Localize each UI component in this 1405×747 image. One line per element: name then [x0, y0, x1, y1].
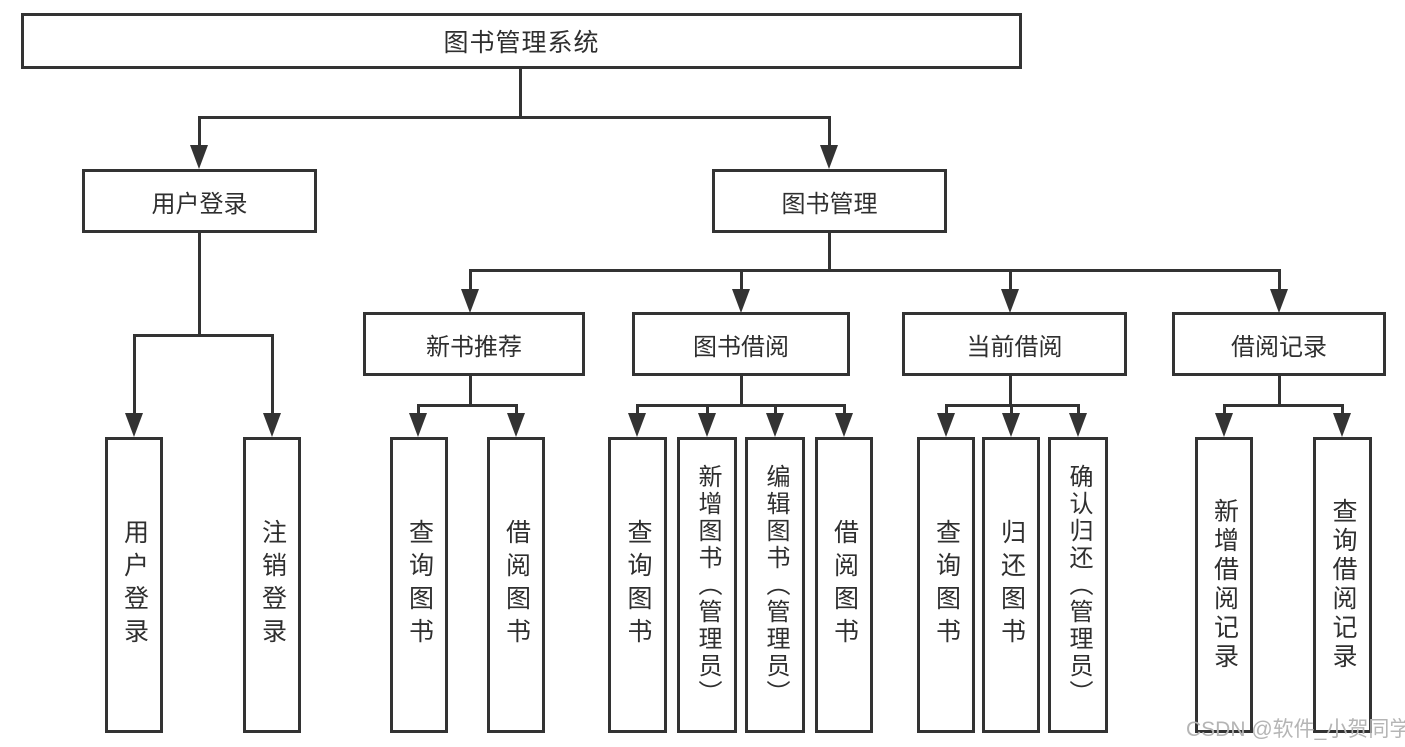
- node-current-borrow: 当前借阅: [902, 312, 1127, 376]
- connector-stub: [774, 404, 777, 420]
- connector-stub: [828, 233, 831, 272]
- node-book-management: 图书管理: [712, 169, 947, 233]
- arrow-down-icon: [190, 145, 208, 169]
- connector-hbar: [636, 404, 846, 407]
- connector-stub: [843, 404, 846, 420]
- node-label: 图书借阅: [693, 333, 789, 361]
- node-user-login: 用户登录: [82, 169, 317, 233]
- connector-stub: [417, 404, 420, 420]
- arrow-down-icon: [1002, 413, 1020, 437]
- node-edit-book-admin: 编辑图书（管理员）: [745, 437, 805, 733]
- connector-stub: [1278, 269, 1281, 297]
- connector-hbar: [417, 404, 518, 407]
- connector-stub: [469, 269, 472, 297]
- node-add-book-admin: 新增图书（管理员）: [677, 437, 737, 733]
- node-query-book-2: 查询图书: [608, 437, 667, 733]
- node-return-book: 归还图书: [982, 437, 1040, 733]
- node-user-login-leaf: 用户登录: [105, 437, 163, 733]
- arrow-down-icon: [698, 413, 716, 437]
- arrow-down-icon: [1001, 289, 1019, 313]
- connector-stub: [706, 404, 709, 420]
- node-add-borrow-record: 新增借阅记录: [1195, 437, 1253, 733]
- node-label: 用户登录: [120, 519, 149, 651]
- connector-stub: [1223, 404, 1226, 420]
- arrow-down-icon: [1069, 413, 1087, 437]
- node-label: 确认归还（管理员）: [1065, 463, 1092, 707]
- connector-stub: [636, 404, 639, 420]
- connector-stub: [1341, 404, 1344, 420]
- connector-stub: [1278, 376, 1281, 407]
- node-label: 注销登录: [258, 519, 287, 651]
- arrow-down-icon: [461, 289, 479, 313]
- node-label: 图书管理: [781, 190, 878, 218]
- node-library-system: 图书管理系统: [21, 13, 1022, 69]
- connector-stub: [515, 404, 518, 420]
- node-label: 查询借阅记录: [1329, 498, 1357, 672]
- node-label: 当前借阅: [966, 333, 1063, 361]
- connector-stub: [1009, 376, 1012, 407]
- arrow-down-icon: [125, 413, 143, 437]
- arrow-down-icon: [835, 413, 853, 437]
- node-borrow-book-1: 借阅图书: [487, 437, 545, 733]
- arrow-down-icon: [766, 413, 784, 437]
- arrow-down-icon: [1333, 413, 1351, 437]
- connector-stub: [133, 334, 136, 419]
- node-confirm-return-admin: 确认归还（管理员）: [1048, 437, 1108, 733]
- node-borrow-book-2: 借阅图书: [815, 437, 873, 733]
- connector-level2-hbar: [469, 269, 1281, 272]
- node-label: 用户登录: [151, 190, 248, 218]
- connector-stub: [740, 269, 743, 297]
- connector-stub: [945, 404, 948, 420]
- arrow-down-icon: [1215, 413, 1233, 437]
- arrow-down-icon: [507, 413, 525, 437]
- arrow-down-icon: [409, 413, 427, 437]
- connector-stub: [271, 334, 274, 419]
- connector-stub: [1077, 404, 1080, 420]
- node-label: 借阅图书: [830, 519, 859, 651]
- node-label: 编辑图书（管理员）: [762, 463, 789, 707]
- node-query-book-3: 查询图书: [917, 437, 975, 733]
- node-borrow-records: 借阅记录: [1172, 312, 1386, 376]
- arrow-down-icon: [1270, 289, 1288, 313]
- node-query-book-1: 查询图书: [390, 437, 448, 733]
- connector-stub: [198, 233, 201, 337]
- node-new-book-recommend: 新书推荐: [363, 312, 585, 376]
- arrow-down-icon: [937, 413, 955, 437]
- node-logout: 注销登录: [243, 437, 301, 733]
- connector-stub: [198, 116, 201, 150]
- arrow-down-icon: [820, 145, 838, 169]
- connector-stub: [740, 376, 743, 407]
- node-label: 查询图书: [405, 519, 434, 651]
- connector-root-stub: [519, 69, 522, 117]
- arrow-down-icon: [263, 413, 281, 437]
- connector-hbar: [133, 334, 274, 337]
- node-query-borrow-record: 查询借阅记录: [1313, 437, 1372, 733]
- arrow-down-icon: [628, 413, 646, 437]
- node-label: 新增借阅记录: [1210, 498, 1239, 672]
- connector-stub: [1010, 404, 1013, 420]
- node-label: 图书管理系统: [443, 29, 600, 57]
- node-label: 新书推荐: [426, 333, 522, 361]
- connector-stub: [828, 116, 831, 150]
- node-label: 查询图书: [624, 519, 652, 651]
- node-book-borrow: 图书借阅: [632, 312, 850, 376]
- node-label: 借阅记录: [1231, 333, 1327, 361]
- arrow-down-icon: [732, 289, 750, 313]
- node-label: 借阅图书: [502, 519, 531, 651]
- node-label: 新增图书（管理员）: [694, 463, 721, 707]
- connector-hbar: [1223, 404, 1344, 407]
- connector-stub: [469, 376, 472, 407]
- connector-level1-hbar: [198, 116, 831, 119]
- node-label: 归还图书: [997, 519, 1026, 651]
- connector-stub: [1009, 269, 1012, 297]
- csdn-watermark: CSDN @软件_小贺同学: [1186, 718, 1405, 741]
- node-label: 查询图书: [932, 519, 961, 651]
